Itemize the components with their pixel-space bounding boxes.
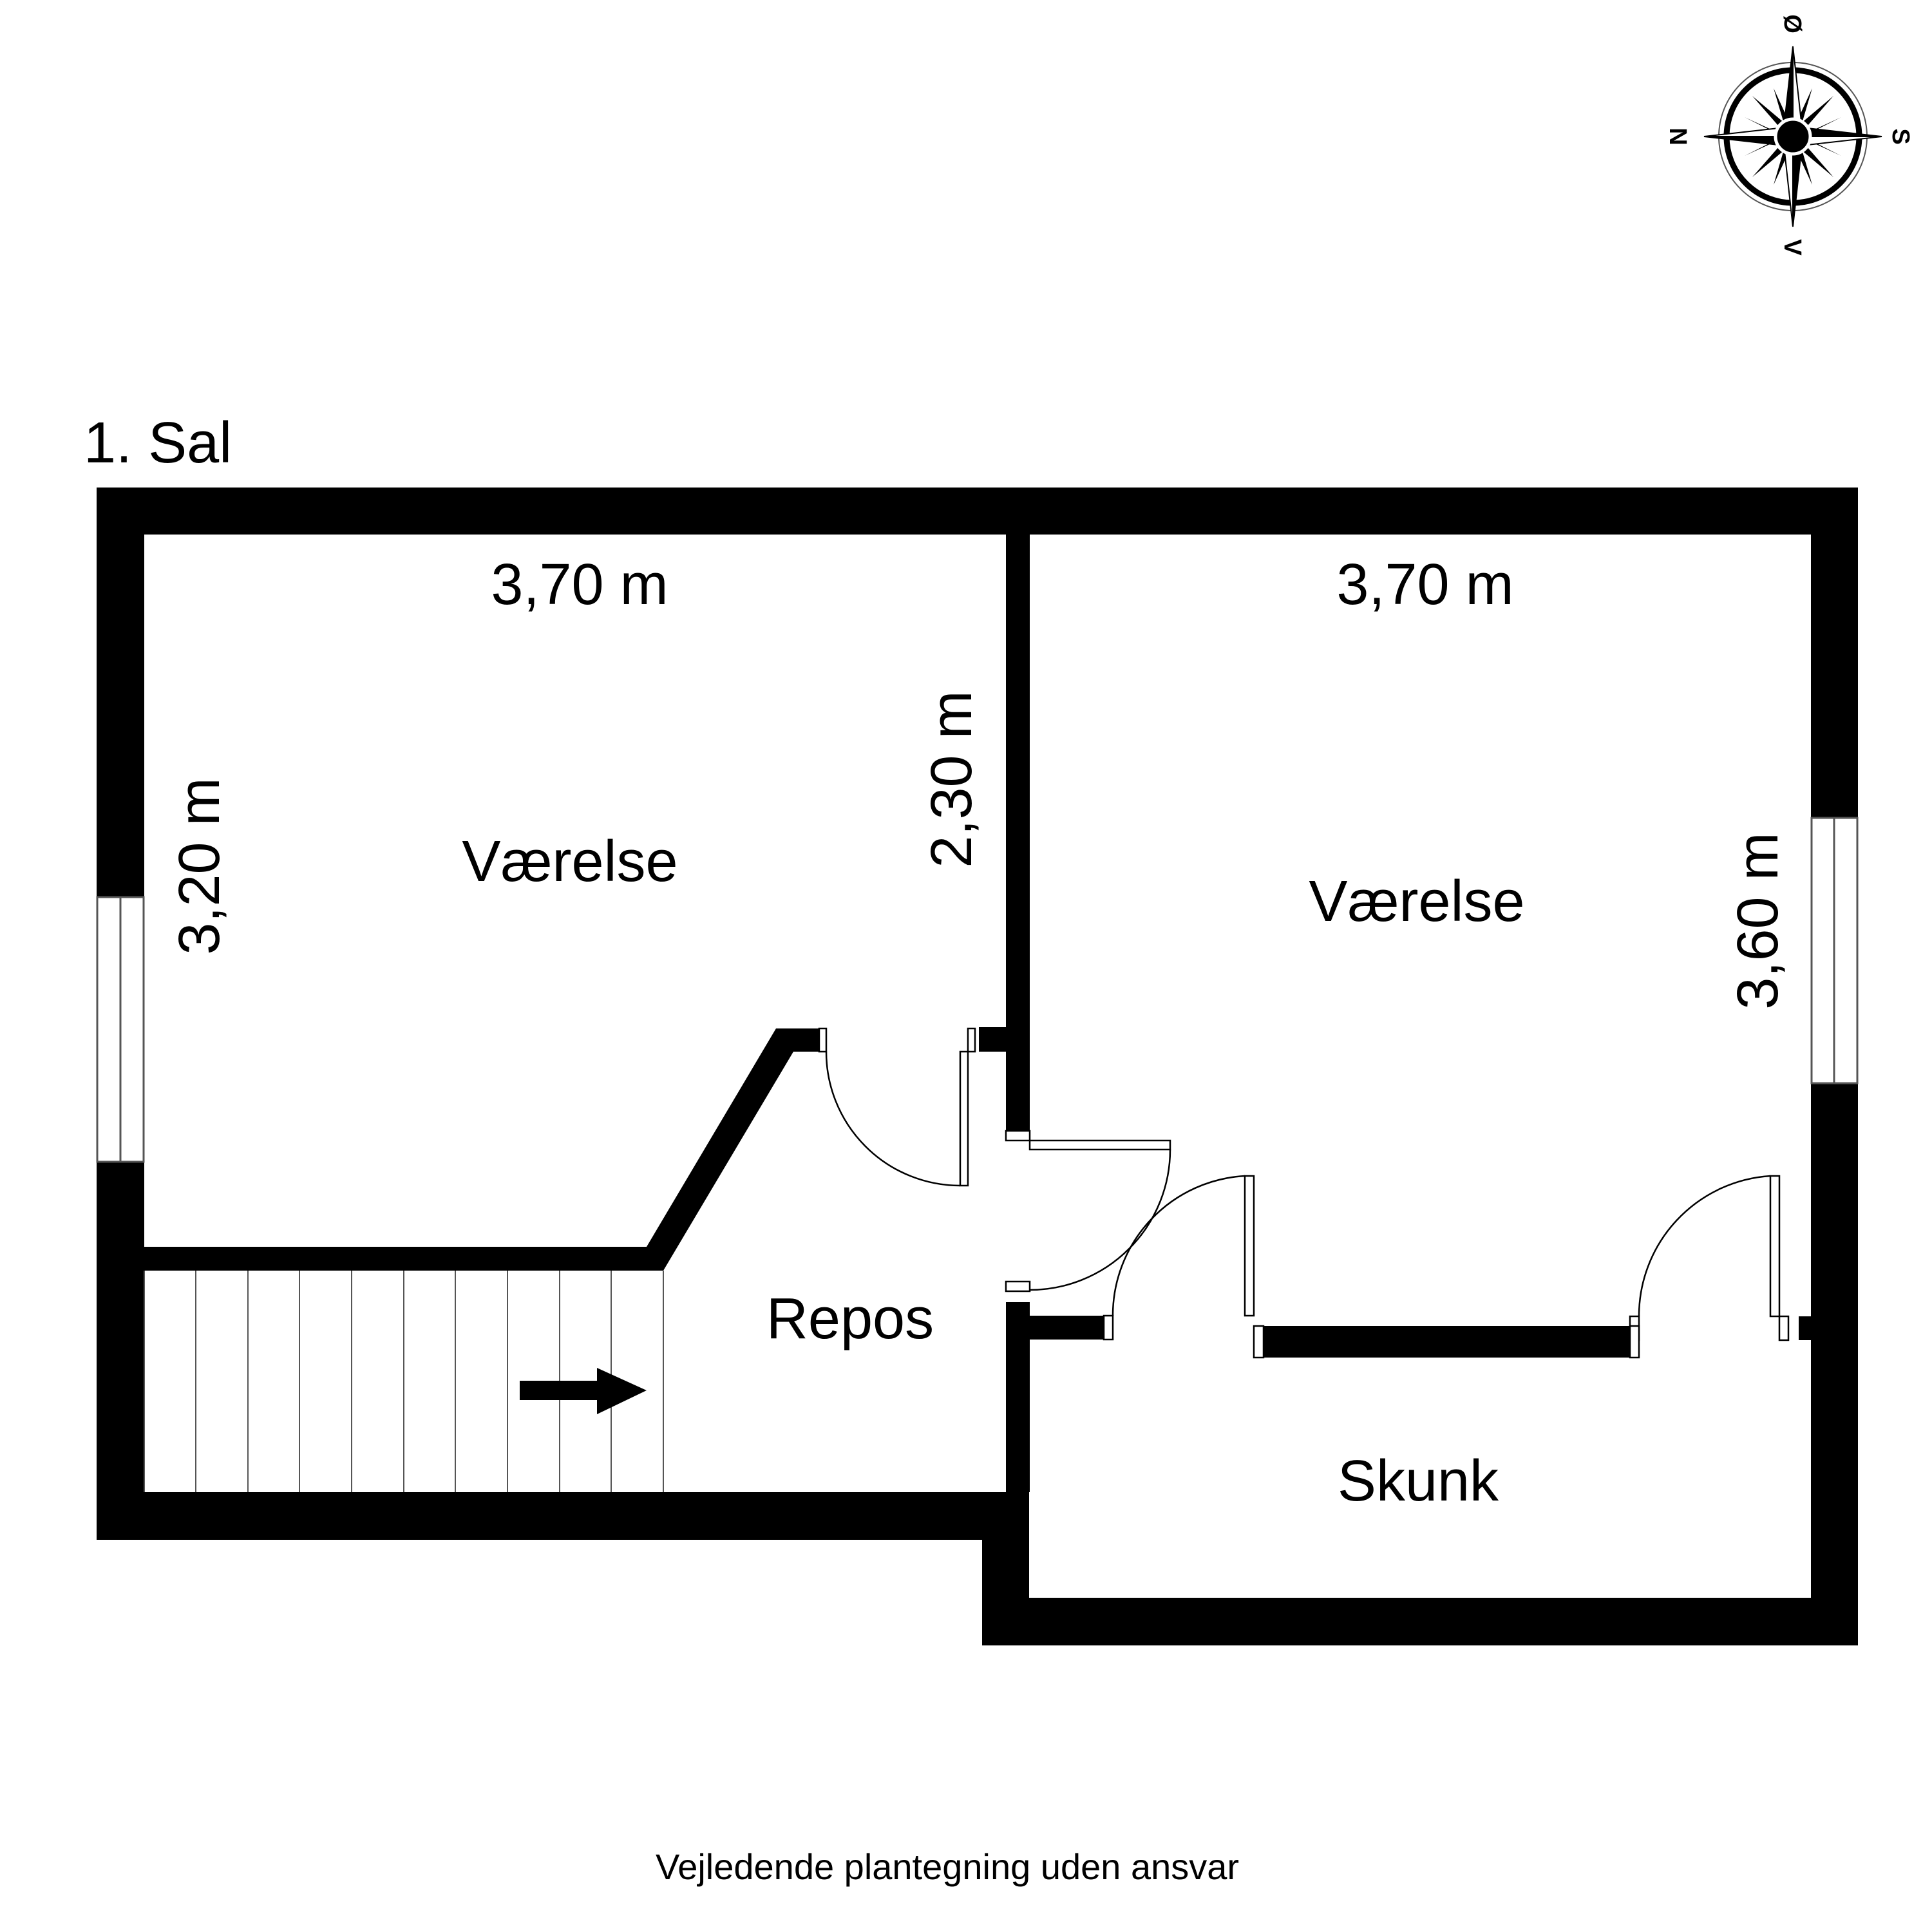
- staircase: [144, 1271, 664, 1492]
- wall-skunk-middle: [1264, 1326, 1630, 1358]
- jamb: [1253, 1325, 1265, 1359]
- room-left-name: Værelse: [462, 829, 677, 894]
- wall-middle-upper: [1006, 535, 1030, 1131]
- wall-bottom-left: [97, 1492, 1029, 1540]
- walls: [97, 488, 1858, 1645]
- wall-stair-top: [144, 1247, 659, 1271]
- jamb: [1629, 1325, 1640, 1359]
- door-left-room[interactable]: [818, 1027, 976, 1187]
- door-right-room-upper[interactable]: [1005, 1130, 1171, 1291]
- footer-disclaimer: Vejledende plantegning uden ansvar: [656, 1846, 1239, 1887]
- wall-top: [97, 488, 1858, 535]
- wall-right-lower: [1811, 1083, 1858, 1645]
- wall-left-upper: [97, 488, 144, 897]
- room-right-width-label: 3,70 m: [1336, 553, 1513, 617]
- window-left: [96, 896, 145, 1163]
- compass-label-east: Ø: [1779, 14, 1806, 33]
- room-left-wall-label: 2,30 m: [920, 690, 984, 867]
- room-left-height-label: 3,20 m: [167, 777, 232, 954]
- wall-left-lower: [97, 1162, 144, 1540]
- window-right: [1810, 817, 1859, 1084]
- compass-rose-icon: Ø N S V: [1664, 14, 1914, 256]
- wall-middle-stub: [979, 1027, 1006, 1052]
- wall-skunk-left: [1030, 1316, 1113, 1340]
- wall-bottom-right: [982, 1598, 1858, 1645]
- compass-label-south: S: [1887, 128, 1914, 144]
- landing-name: Repos: [766, 1287, 934, 1351]
- wall-skunk-right: [1799, 1316, 1811, 1340]
- compass-label-west: V: [1779, 239, 1806, 256]
- door-skunk-left[interactable]: [1005, 1175, 1255, 1341]
- wall-middle-lower: [1006, 1302, 1030, 1492]
- door-skunk-right[interactable]: [1629, 1175, 1790, 1341]
- wall-stair-angled: [647, 1028, 819, 1271]
- room-left: 3,70 m Værelse 3,20 m 2,30 m: [167, 553, 984, 955]
- stair-direction-arrow-icon: [520, 1368, 647, 1414]
- room-right-name: Værelse: [1309, 869, 1524, 934]
- compass-label-north: N: [1664, 128, 1691, 145]
- wall-right-upper: [1811, 488, 1858, 818]
- floor-title: 1. Sal: [84, 411, 232, 475]
- room-right[interactable]: 3,70 m Værelse 3,60 m: [1309, 553, 1790, 1010]
- room-left-width-label: 3,70 m: [491, 553, 668, 617]
- room-right-height-label: 3,60 m: [1726, 832, 1790, 1009]
- storage-name: Skunk: [1338, 1449, 1499, 1513]
